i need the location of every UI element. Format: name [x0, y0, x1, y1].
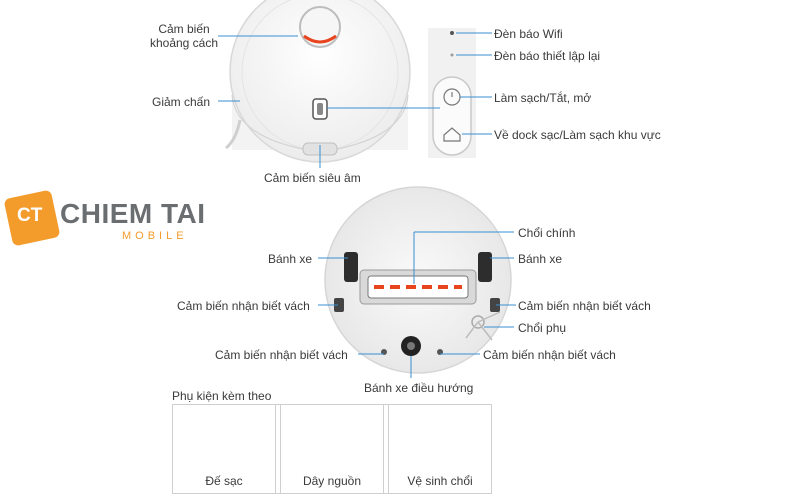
robot-bottom-view: [324, 186, 512, 374]
logo-subtext: MOBILE: [122, 230, 188, 242]
logo: CT CHIEM TAI MOBILE: [3, 189, 222, 248]
label-wheel-right: Bánh xe: [518, 252, 563, 266]
accessory-power-cord: Dây nguồn: [280, 404, 384, 494]
label-wheel-left: Bánh xe: [268, 252, 313, 266]
label-wifi-indicator: Đèn báo Wifi: [494, 27, 563, 41]
accessories-title: Phụ kiện kèm theo: [172, 389, 272, 403]
button-panel: [428, 28, 476, 158]
label-power-button: Làm sạch/Tắt, mở: [494, 91, 592, 105]
label-caster-wheel: Bánh xe điều hướng: [364, 381, 474, 395]
accessory-brush-cleaner: Vệ sinh chổi: [388, 404, 492, 494]
label-cliff-sensor-right-upper: Cảm biến nhận biết vách: [518, 299, 651, 313]
label-cliff-sensor-left-upper: Cảm biến nhận biết vách: [177, 299, 310, 313]
accessory-charging-dock: Đế sạc: [172, 404, 276, 494]
label-side-brush: Chổi phụ: [518, 321, 567, 335]
accessory-caption: Đế sạc: [205, 474, 243, 488]
accessory-caption: Vệ sinh chổi: [407, 474, 473, 488]
label-bumper: Giảm chấn: [152, 95, 211, 109]
label-distance-sensor-line2: khoảng cách: [149, 36, 219, 50]
label-dock-button: Về dock sạc/Làm sạch khu vực: [494, 128, 661, 142]
robot-top-view: [225, 0, 411, 163]
logo-name: CHIEM TAI: [60, 198, 206, 229]
accessory-caption: Dây nguồn: [302, 474, 362, 488]
label-main-brush: Chổi chính: [518, 226, 576, 240]
label-distance-sensor: Cảm biến khoảng cách: [140, 22, 228, 50]
label-cliff-sensor-right-lower: Cảm biến nhận biết vách: [483, 348, 616, 362]
label-ultrasonic-sensor: Cảm biến siêu âm: [264, 171, 361, 185]
logo-badge-text: CT: [17, 205, 43, 226]
label-cliff-sensor-left-lower: Cảm biến nhận biết vách: [215, 348, 348, 362]
callout-lines: [218, 32, 516, 378]
label-reset-indicator: Đèn báo thiết lập lại: [494, 49, 601, 63]
label-distance-sensor-line1: Cảm biến: [158, 22, 210, 36]
